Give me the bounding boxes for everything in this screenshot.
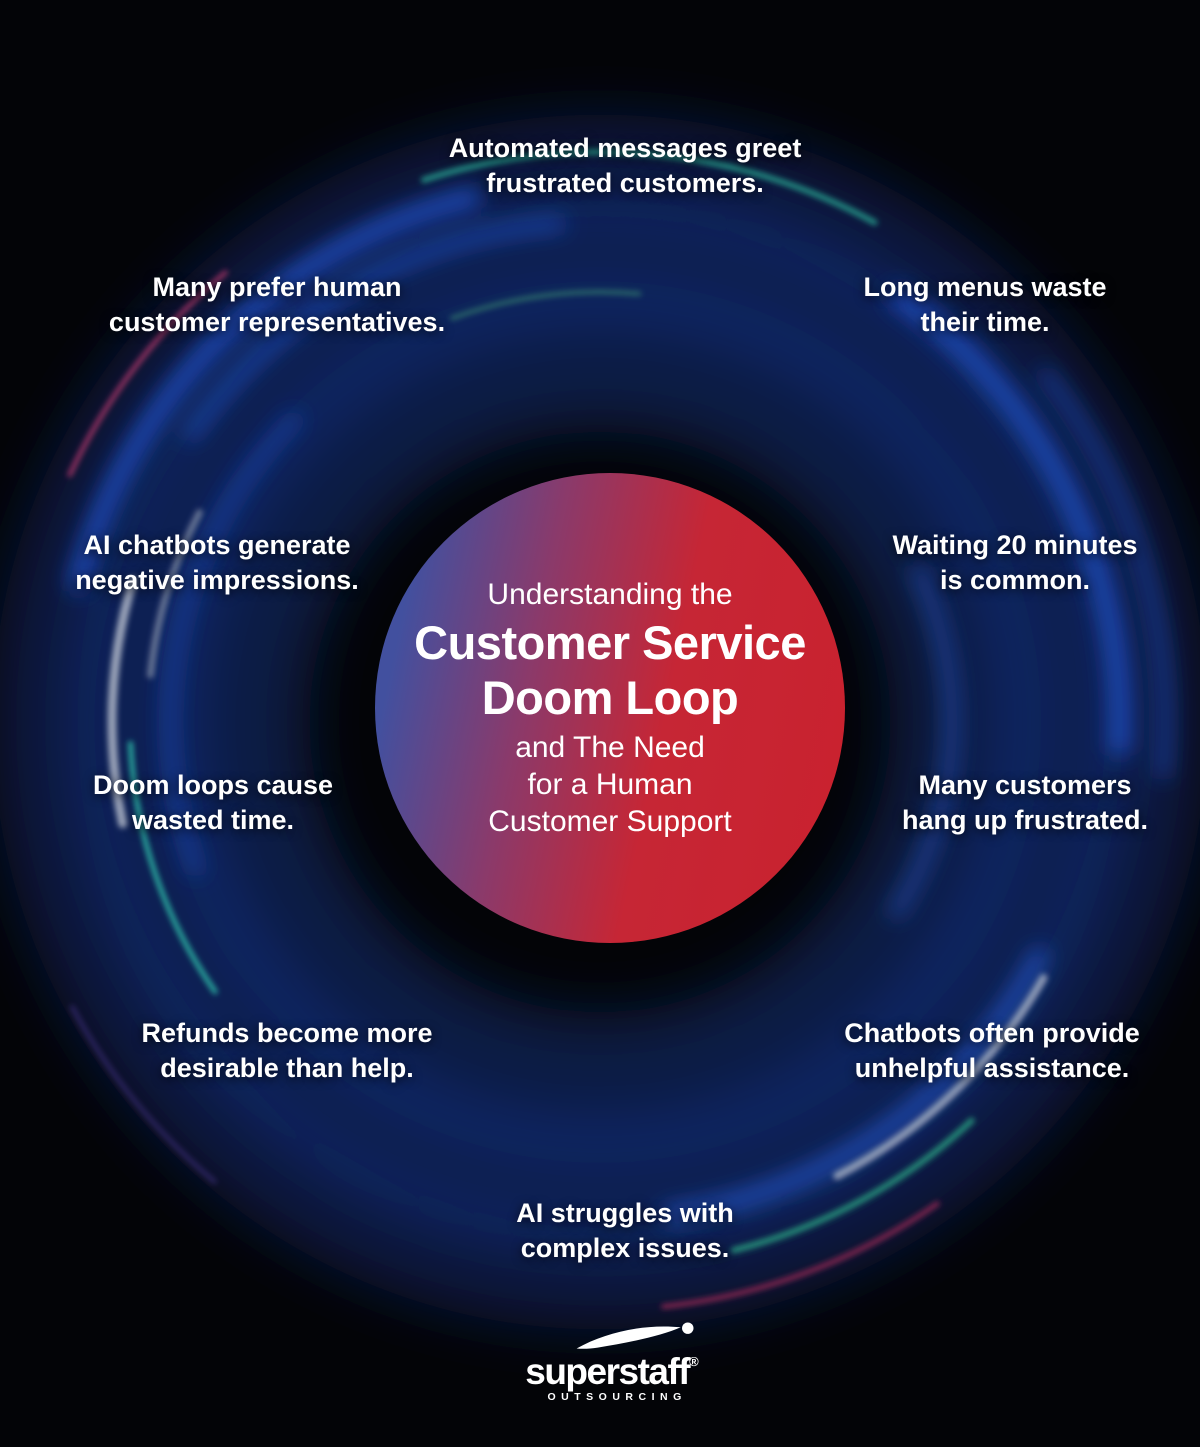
- callout-refunds-desirable: Refunds become more desirable than help.: [141, 1018, 433, 1083]
- center-title-circle: Understanding the Customer Service Doom …: [375, 473, 845, 943]
- logo-brand-word: superstaff: [525, 1351, 690, 1392]
- center-subtitle: and The Need for a Human Customer Suppor…: [488, 730, 732, 838]
- logo-inner: superstaff® OUTSOURCING: [525, 1322, 699, 1403]
- logo-registered-mark: ®: [689, 1354, 699, 1369]
- logo-tagline: OUTSOURCING: [547, 1391, 687, 1403]
- center-title-line2: Doom Loop: [481, 670, 739, 724]
- callout-ai-chatbots: AI chatbots generate negative impression…: [75, 530, 359, 595]
- logo-brand-text: superstaff®: [525, 1342, 698, 1392]
- callout-unhelpful-assistance: Chatbots often provide unhelpful assista…: [844, 1018, 1140, 1083]
- callout-doom-loops-waste: Doom loops cause wasted time.: [92, 770, 334, 835]
- logo-swoosh-icon: [576, 1322, 694, 1349]
- superstaff-logo: superstaff® OUTSOURCING: [487, 1322, 737, 1406]
- center-title-line1: Customer Service: [414, 615, 806, 669]
- callout-automated-messages: Automated messages greet frustrated cust…: [448, 133, 802, 198]
- callout-waiting-20-minutes: Waiting 20 minutes is common.: [892, 530, 1138, 595]
- callout-ai-struggles: AI struggles with complex issues.: [516, 1198, 734, 1263]
- callout-hang-up-frustrated: Many customers hang up frustrated.: [901, 770, 1148, 835]
- callout-long-menus: Long menus waste their time.: [863, 272, 1107, 337]
- center-eyebrow: Understanding the: [487, 577, 733, 611]
- callout-prefer-human: Many prefer human customer representativ…: [108, 272, 446, 337]
